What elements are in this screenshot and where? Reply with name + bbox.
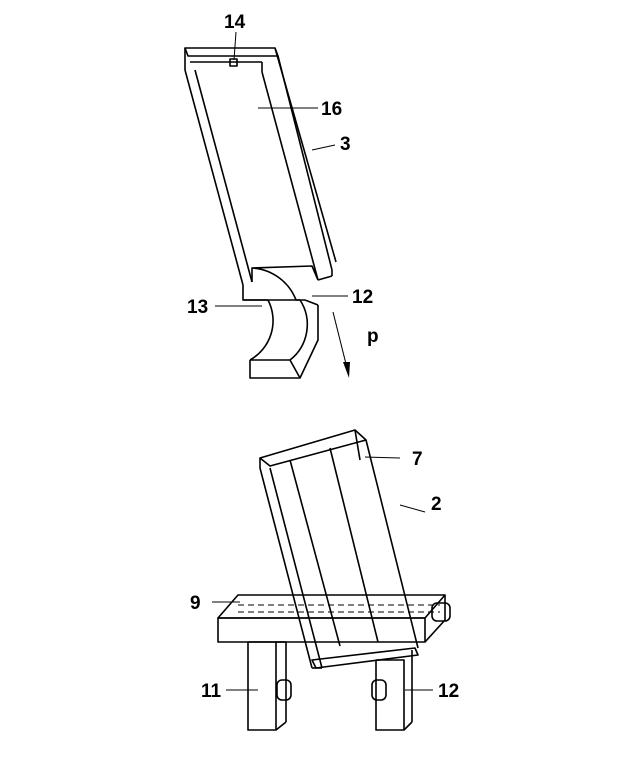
label-p: p (367, 326, 379, 347)
pin-icon (229, 58, 238, 67)
lower-component (212, 429, 451, 731)
label-16: 16 (321, 99, 342, 120)
label-14: 14 (224, 12, 246, 33)
label-7: 7 (412, 449, 423, 470)
knob-icon (431, 602, 451, 622)
label-13: 13 (187, 297, 208, 318)
label-12-upper: 12 (352, 287, 373, 308)
knob-icon (371, 679, 387, 701)
knob-icon (276, 679, 292, 701)
upper-component (184, 47, 350, 379)
label-11: 11 (201, 681, 222, 702)
label-2: 2 (431, 494, 442, 515)
label-12-lower: 12 (438, 681, 459, 702)
label-3: 3 (340, 134, 351, 155)
label-9: 9 (190, 593, 201, 614)
